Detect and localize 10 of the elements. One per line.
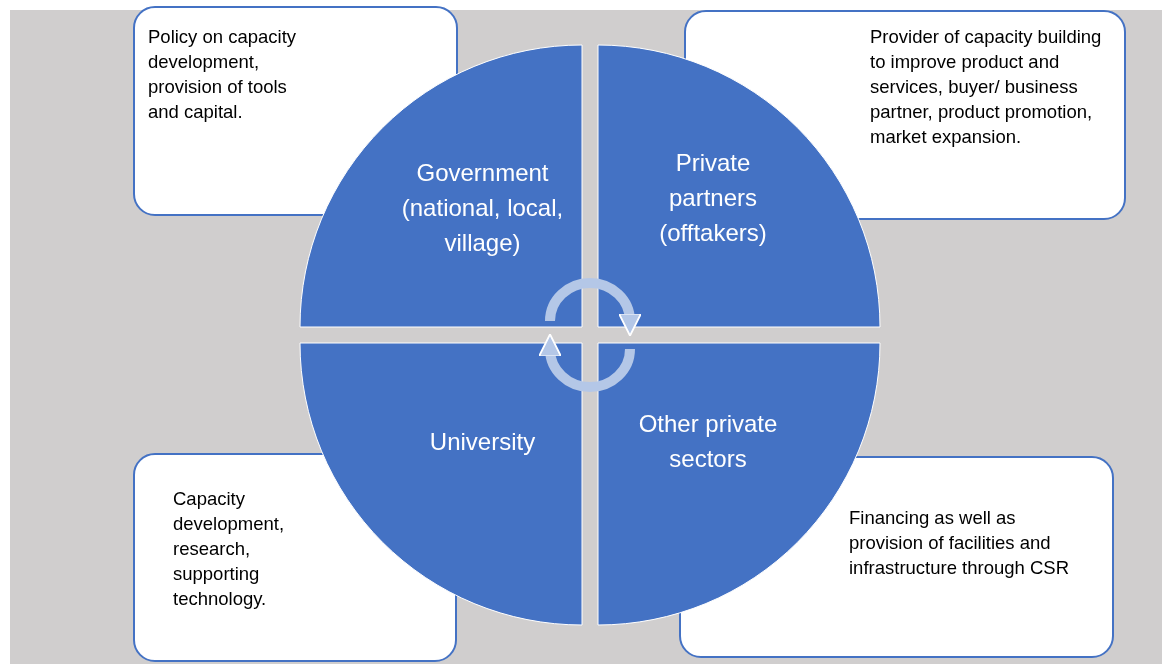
description-text: Policy on capacity development, provision of tools and capital. <box>148 25 298 124</box>
description-text: Capacity development, research, supporting technology. <box>173 487 286 611</box>
sector-label: Private partners (offtakers) <box>658 148 768 248</box>
description-text: Provider of capacity building to improve product and services, buyer/ business partner, product promotion, market expansion. <box>870 25 1103 149</box>
curved-arrow <box>545 278 642 337</box>
sector-label: Other private sectors <box>637 409 779 474</box>
sector-label: Government (national, local, village) <box>400 158 565 258</box>
description-text: Financing as well as provision of facilities and infrastructure through CSR <box>849 506 1071 580</box>
sector-label: University <box>428 427 537 457</box>
curved-arrow <box>538 333 635 392</box>
